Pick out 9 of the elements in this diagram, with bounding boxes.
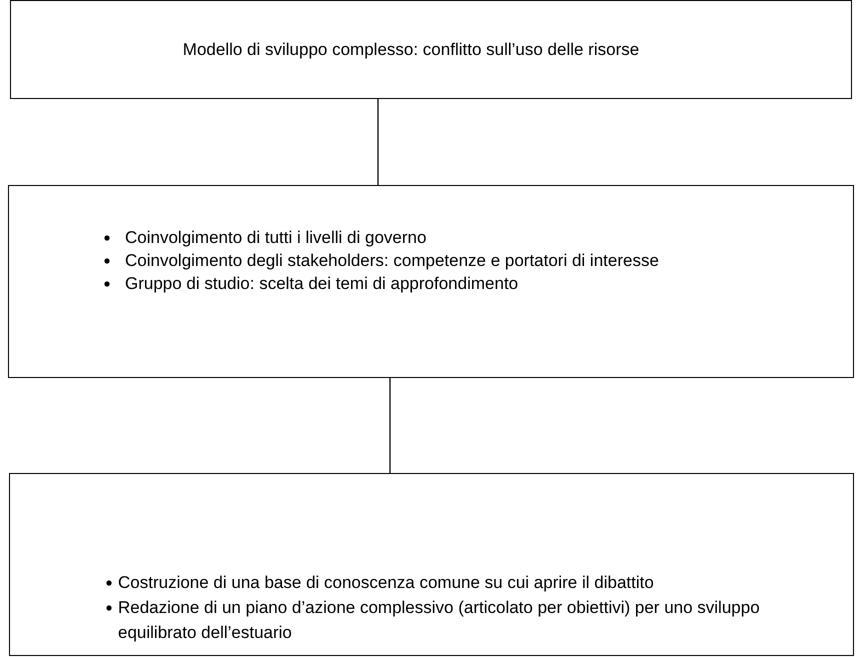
bullet-text: Redazione di un piano d’azione complessivo (articolato per obiettivi) per uno sviluppo equilibrato dell’estuario [118, 598, 760, 642]
process-box [8, 185, 854, 378]
bullet-text: Gruppo di studio: scelta dei temi di approfondimento [125, 274, 518, 293]
bullet-text: Coinvolgimento di tutti i livelli di governo [125, 228, 426, 247]
box-title: Modello di sviluppo complesso: conflitto sull’uso delle risorse [182, 40, 640, 60]
process-box [10, 0, 852, 99]
bullet-text: Coinvolgimento degli stakeholders: competenze e portatori di interesse [125, 251, 659, 270]
bullet-text: Costruzione di una base di conoscenza comune su cui aprire il dibattito [118, 573, 654, 592]
process-box [9, 473, 854, 656]
